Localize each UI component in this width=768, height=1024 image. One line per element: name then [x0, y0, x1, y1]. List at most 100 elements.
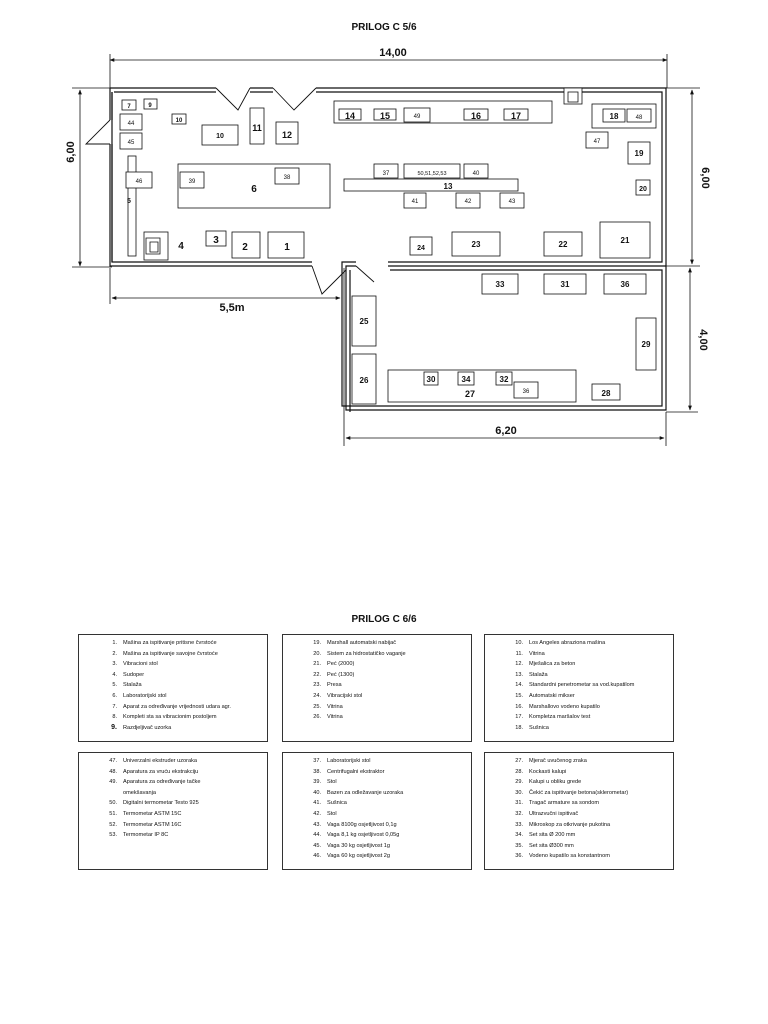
plan-label: 45 [128, 140, 135, 146]
legend-item-number: 41. [313, 800, 321, 807]
legend-item: 42.Stol [283, 809, 471, 820]
legend-item: 43. Vaga 8100g osjetljivost 0,1g [283, 820, 471, 831]
legend-item-number: 10. [515, 640, 523, 646]
legend-item-text: Vaga 8,1 kg osjetljivost 0,05g [327, 832, 400, 839]
dim-lower-width: 6,20 [495, 425, 516, 437]
legend-item-text: Aparat za određivanje vrijednosti udara … [123, 703, 231, 710]
legend-item-number: 50. [109, 800, 117, 807]
legend-item-number: 28. [515, 768, 523, 775]
plan-label: 17 [511, 111, 521, 121]
legend-item-number: 27. [515, 758, 523, 764]
plan-label: 30 [427, 375, 436, 384]
legend-item-number: 14. [515, 682, 523, 689]
plan-label: 19 [635, 149, 644, 158]
legend-item-text: Mješalica za beton [529, 661, 576, 668]
legend-item-number: 44. [313, 832, 321, 839]
legend-item: 38.Centrifugalni ekstraktor [283, 767, 471, 778]
legend-item-text: Mjerač uvučenog zraka [529, 758, 587, 764]
legend-item-number: 43. [313, 821, 321, 828]
plan-label: 25 [360, 317, 369, 326]
legend-item: omekšavanja [79, 788, 267, 799]
legend-item-text: Termometar ASTM 15C [123, 810, 182, 817]
legend-item-number: 21. [313, 661, 321, 668]
legend-item-number: 47. [109, 758, 117, 764]
legend-item: 12.Mješalica za beton [485, 659, 673, 670]
legend-item-number: 39. [313, 779, 321, 786]
walls [84, 87, 667, 412]
plan-label: 21 [621, 236, 630, 245]
plan-label: 7 [127, 104, 131, 110]
legend-list: 1.Mašina za ispitivanje pritisne čvrstoć… [79, 635, 267, 733]
legend-item: 45.Vaga 30 kg osjetljivost 1g [283, 841, 471, 852]
legend-item-text: Vaga 8100g osjetljivost 0,1g [327, 821, 397, 828]
plan-label: 32 [500, 375, 509, 384]
legend-item-number: 16. [515, 703, 523, 710]
plan-label: 50,51,52,53 [417, 171, 446, 177]
legend-item-text: Bazen za odležavanje uzoraka [327, 789, 404, 796]
plan-label: 36 [523, 389, 530, 395]
plan-label: 12 [282, 130, 292, 140]
plan-label: 46 [136, 179, 143, 185]
legend-item-number: 26. [313, 714, 321, 721]
plan-label: 41 [412, 199, 419, 205]
legend-item: 28.Kockasti kalupi [485, 767, 673, 778]
floor-plan: 14,00 6,00 6,00 5,5m 6,20 4,00 [65, 47, 711, 446]
legend-item-number: 9. [111, 723, 117, 731]
plan-label: 40 [473, 171, 480, 177]
legend-item-text: Vitrina [529, 650, 545, 657]
legend-item-number: 7. [112, 703, 117, 710]
plan-label: 6 [251, 184, 257, 195]
legend-item-number: 25. [313, 703, 321, 710]
legend-item: 53.Termometar IP 8C [79, 830, 267, 841]
legend-item: 16.Marshallovo vodeno kupatilo [485, 702, 673, 713]
legend-item-number: 2. [112, 650, 117, 657]
legend-item-number: 17. [515, 714, 523, 721]
legend-item: 11.Vitrina [485, 649, 673, 660]
legend-item: 30.Čekić za ispitivanje betona(skleromet… [485, 788, 673, 799]
legend-item: 40.Bazen za odležavanje uzoraka [283, 788, 471, 799]
legend-item-text: Vibracijski stol [327, 692, 363, 699]
legend-item: 29.Kalupi u obliku grede [485, 777, 673, 788]
legend-item: 52.Termometar ASTM 16C [79, 820, 267, 831]
legend-item-number: 15. [515, 692, 523, 699]
legend-item: 5.Stalaža [79, 680, 267, 691]
plan-label: 28 [602, 389, 611, 398]
legend-item: 48.Aparatura za vruću ekstrakciju [79, 767, 267, 778]
legend-item-text: Termometar IP 8C [123, 832, 169, 839]
legend-item: 33.Mikroskop za otkrivanje pukotina [485, 820, 673, 831]
plan-label: 13 [444, 182, 453, 191]
legend-item: 26.Vitrina [283, 712, 471, 723]
legend-item: 10.Los Angeles abraziona mašina [485, 638, 673, 649]
plan-label: 38 [284, 175, 291, 181]
legend-item-text: Mašina za ispitivanje pritisne čvrstoće [123, 640, 217, 646]
legend-item-text: Mikroskop za otkrivanje pukotina [529, 821, 611, 828]
plan-label: 9 [148, 103, 152, 109]
legend-item-number: 23. [313, 682, 321, 689]
legend-item-text: Automatski mikser [529, 692, 575, 699]
legend-item: 14.Standardni penetrometar sa vod.kupati… [485, 680, 673, 691]
plan-label: 23 [472, 240, 481, 249]
legend-item: 22.Peć (1300) [283, 670, 471, 681]
legend-item-number: 24. [313, 692, 321, 699]
legend-item-number: 22. [313, 671, 321, 678]
legend-item-text: Stol [327, 810, 337, 817]
plan-label: 26 [360, 376, 369, 385]
legend-item-number: 20. [313, 650, 321, 657]
legend-item-text: Mašina za ispitivanje savojne čvrstoće [123, 650, 218, 657]
legend-item-number: 35. [515, 842, 523, 849]
plan-label: 27 [465, 389, 475, 399]
page-title-bottom: PRILOG C 6/6 [351, 614, 417, 625]
legend-item-text: Vaga 60 kg osjetljivost 2g [327, 853, 391, 860]
plan-label: 3 [213, 235, 219, 246]
legend-item-number: 36. [515, 853, 523, 860]
legend-item-number: 4. [112, 671, 117, 678]
legend-item-number: 38. [313, 768, 321, 775]
legend-item: 6.Laboratorijski stol [79, 691, 267, 702]
plan-label: 10 [216, 133, 224, 140]
legend-item-text: Stalaža [123, 682, 142, 689]
legend-item-text: Kompletza maršalov test [529, 714, 591, 721]
legend-item: 44. Vaga 8,1 kg osjetljivost 0,05g [283, 830, 471, 841]
legend-item: 17. Kompletza maršalov test [485, 712, 673, 723]
